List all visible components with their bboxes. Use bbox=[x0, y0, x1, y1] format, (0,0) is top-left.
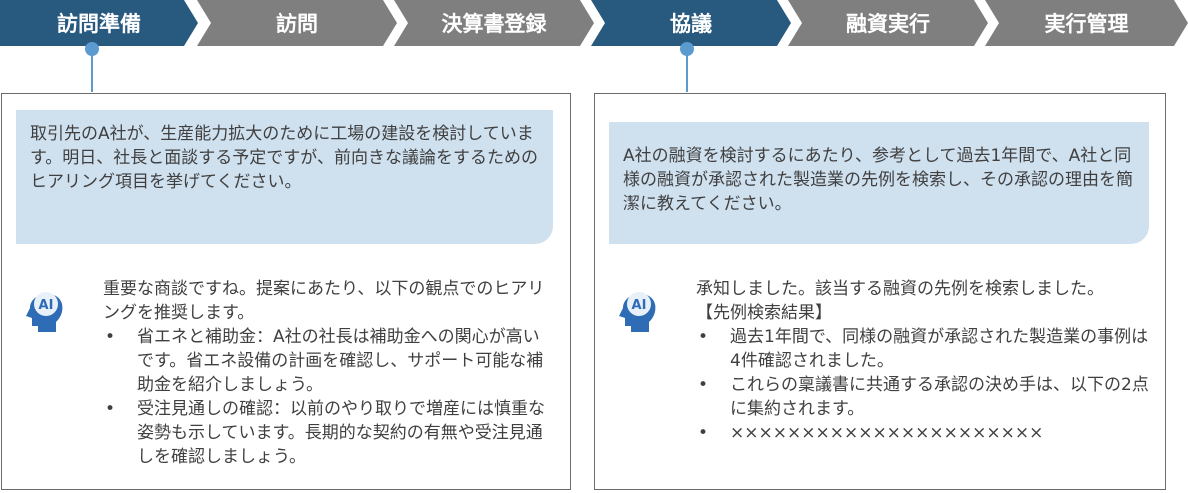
step-discussion[interactable]: 協議 bbox=[591, 0, 791, 46]
reply-bullet: 過去1年間で、同様の融資が承認された製造業の事例は4件確認されました。 bbox=[696, 325, 1151, 373]
step-loan-execution[interactable]: 融資実行 bbox=[788, 0, 988, 46]
user-prompt-bubble: 取引先のA社が、生産能力拡大のために工場の建設を検討しています。明日、社長と面談… bbox=[16, 110, 553, 244]
connector-dot bbox=[680, 42, 694, 56]
ai-head-icon: AI bbox=[26, 292, 63, 332]
step-financial-registration[interactable]: 決算書登録 bbox=[394, 0, 594, 46]
connector-line bbox=[686, 50, 688, 92]
ai-reply: 承知しました。該当する融資の先例を検索しました。 【先例検索結果】 過去1年間で… bbox=[696, 277, 1151, 445]
chat-panel-discussion: A社の融資を検討するにあたり、参考として過去1年間で、A社と同様の融資が承認され… bbox=[594, 93, 1166, 490]
reply-heading: 【先例検索結果】 bbox=[696, 303, 832, 323]
reply-intro: 承知しました。該当する融資の先例を検索しました。 bbox=[696, 279, 1104, 299]
ai-head-icon: AI bbox=[619, 292, 656, 332]
step-execution-management[interactable]: 実行管理 bbox=[985, 0, 1188, 46]
chat-panel-visit-prep: 取引先のA社が、生産能力拡大のために工場の建設を検討しています。明日、社長と面談… bbox=[1, 93, 571, 490]
step-visit-prep[interactable]: 訪問準備 bbox=[0, 0, 198, 46]
reply-bullet: これらの稟議書に共通する承認の決め手は、以下の2点に集約されます。 bbox=[696, 373, 1151, 421]
reply-bullet: 受注見通しの確認：以前のやり取りで増産には慎重な姿勢も示しています。長期的な契約… bbox=[103, 397, 553, 469]
ai-icon-label: AI bbox=[39, 298, 54, 313]
reply-bullet: 省エネと補助金：A社の社長は補助金への関心が高いです。省エネ設備の計画を確認し、… bbox=[103, 325, 553, 397]
step-visit[interactable]: 訪問 bbox=[197, 0, 397, 46]
connector-line bbox=[91, 50, 93, 92]
connector-dot bbox=[85, 42, 99, 56]
ai-reply: 重要な商談ですね。提案にあたり、以下の観点でのヒアリングを推奨します。 省エネと… bbox=[103, 277, 553, 469]
reply-intro: 重要な商談ですね。提案にあたり、以下の観点でのヒアリングを推奨します。 bbox=[103, 279, 545, 323]
prompt-text: 取引先のA社が、生産能力拡大のために工場の建設を検討しています。明日、社長と面談… bbox=[30, 124, 538, 192]
prompt-text: A社の融資を検討するにあたり、参考として過去1年間で、A社と同様の融資が承認され… bbox=[623, 146, 1133, 214]
ai-icon-label: AI bbox=[632, 298, 647, 313]
reply-bullet: ×××××××××××××××××××××× bbox=[696, 421, 1151, 445]
user-prompt-bubble: A社の融資を検討するにあたり、参考として過去1年間で、A社と同様の融資が承認され… bbox=[609, 122, 1149, 244]
